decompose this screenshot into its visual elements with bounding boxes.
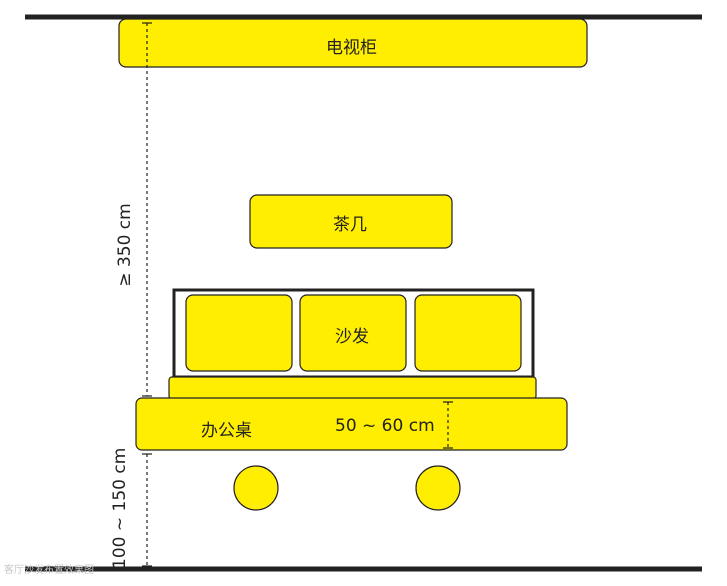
desk-label: 办公桌 [201,421,252,441]
dimension-upper [142,22,152,397]
depth-label: 50 ~ 60 cm [335,416,435,436]
tv-cabinet-label: 电视柜 [326,38,377,58]
sofa-cushion-middle [299,294,407,372]
sofa-base [168,376,537,400]
watermark: 客厅沙发布置效果图 [4,565,94,576]
dimension-lower [142,453,152,567]
coffee-table-shape [249,194,453,249]
chair-right [415,465,461,511]
upper-distance-label: ≥ 350 cm [115,203,135,287]
sofa-cushion-left [185,294,293,372]
coffee-table-label: 茶几 [333,215,367,235]
sofa-label: 沙发 [335,327,369,347]
desk-shape [135,397,568,451]
tv-cabinet-shape [118,18,588,68]
lower-distance-label: 100 ~ 150 cm [110,447,130,569]
sofa-cushion-right [414,294,522,372]
chair-left [233,465,279,511]
dimension-depth [443,401,453,449]
